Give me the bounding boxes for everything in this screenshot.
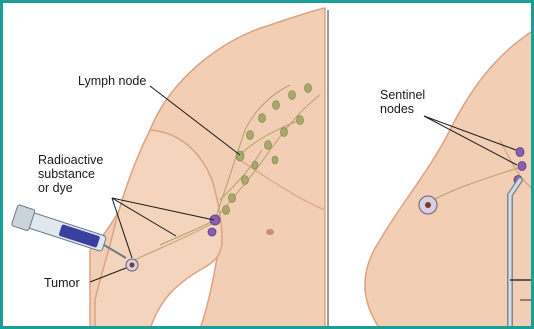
label-radioactive: Radioactive substance or dye (38, 153, 103, 195)
marked-node-2 (208, 228, 216, 236)
injection-core (425, 202, 431, 208)
label-sentinel-line2: nodes (380, 102, 425, 116)
label-sentinel-line1: Sentinel (380, 88, 425, 102)
label-radioactive-line1: Radioactive (38, 153, 103, 167)
label-sentinel-nodes: Sentinel nodes (380, 88, 425, 116)
label-radioactive-line3: or dye (38, 181, 103, 195)
tumor-core (130, 263, 135, 268)
label-tumor: Tumor (44, 276, 80, 290)
label-radioactive-line2: substance (38, 167, 103, 181)
nipple (266, 229, 274, 235)
marked-node (210, 215, 220, 225)
label-lymph-node: Lymph node (78, 74, 146, 88)
